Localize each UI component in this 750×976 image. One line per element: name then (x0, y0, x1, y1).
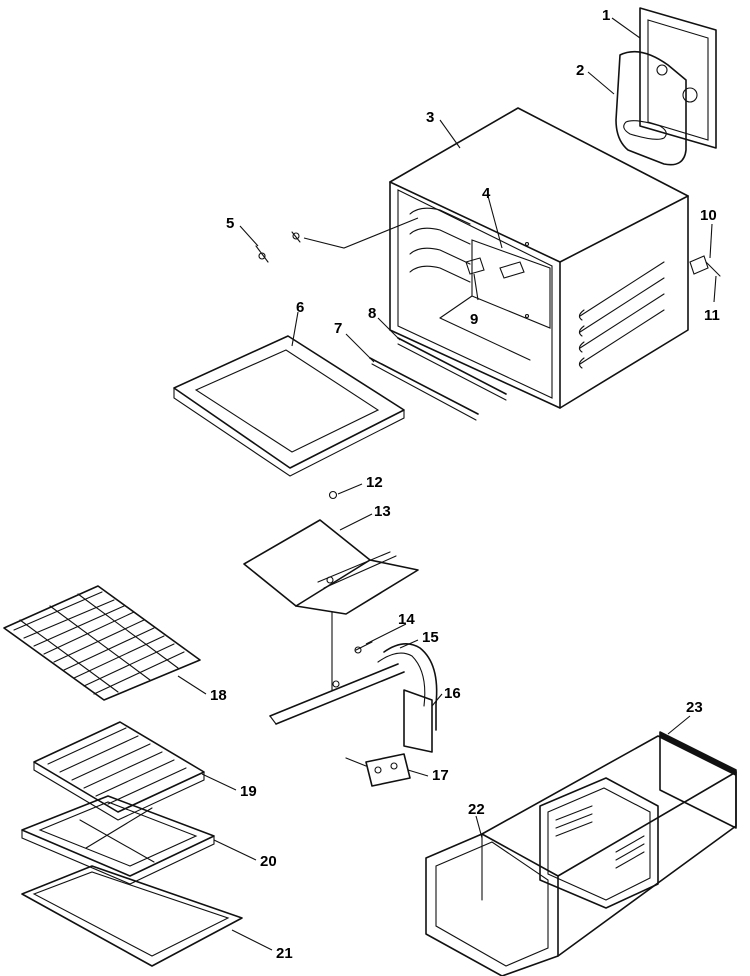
callout-3: 3 (426, 109, 434, 126)
part-16-bracket (403, 689, 433, 753)
part-5-screws (255, 231, 301, 263)
callout-20: 20 (260, 853, 277, 870)
part-2-light-housing (615, 50, 698, 166)
part-10-clip (689, 255, 709, 275)
callout-11: 11 (704, 307, 720, 324)
leader-lines (177, 17, 717, 951)
part-6-bottom-panel (173, 335, 405, 477)
part-22-drawer-front (425, 833, 559, 976)
callout-12: 12 (366, 474, 383, 491)
part-20-broiler-pan (21, 795, 215, 885)
callout-2: 2 (576, 62, 584, 79)
part-1-wall-plate (639, 7, 717, 149)
callout-8: 8 (368, 305, 376, 322)
callout-16: 16 (444, 685, 461, 702)
callout-7: 7 (334, 320, 342, 337)
callout-21: 21 (276, 945, 293, 962)
callout-labels: 1 2 3 4 5 6 7 8 9 10 11 12 13 14 15 16 1… (210, 7, 720, 962)
part-21-pan-frame (21, 865, 243, 967)
callout-14: 14 (398, 611, 415, 628)
callout-4: 4 (482, 185, 491, 202)
callout-5: 5 (226, 215, 234, 232)
part-13-baffle (243, 519, 419, 615)
callout-6: 6 (296, 299, 304, 316)
part-12-nut (328, 490, 338, 500)
part-7-rod (369, 357, 479, 421)
part-8-strip (397, 337, 507, 401)
part-4-bracket (499, 261, 525, 279)
part-14-igniter (354, 641, 373, 654)
burner-pipe (269, 611, 405, 725)
part-9-bracket (465, 257, 485, 275)
callout-19: 19 (240, 783, 257, 800)
callout-13: 13 (374, 503, 391, 520)
callout-15: 15 (422, 629, 439, 646)
callout-22: 22 (468, 801, 485, 818)
callout-18: 18 (210, 687, 227, 704)
part-19-broiler-grid (33, 721, 205, 821)
drawer-box (481, 735, 737, 957)
part-17-valve (345, 753, 411, 787)
callout-17: 17 (432, 767, 449, 784)
callout-23: 23 (686, 699, 703, 716)
callout-1: 1 (602, 7, 610, 24)
callout-10: 10 (700, 207, 717, 224)
part-15-burner-tube (377, 643, 438, 731)
part-23-drawer-back (659, 731, 737, 829)
callout-9: 9 (470, 311, 478, 328)
part-11-screw (705, 261, 721, 277)
part-18-oven-rack (3, 585, 201, 701)
